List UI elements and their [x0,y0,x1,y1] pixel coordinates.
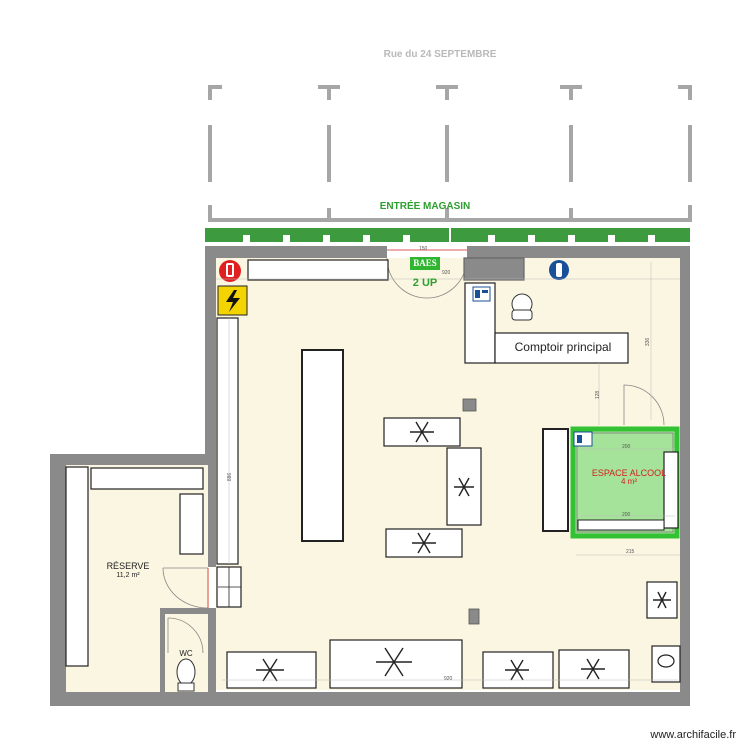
left-wall-shelf [216,317,239,565]
counter-label: Comptoir principal [514,340,612,354]
walls [50,246,690,706]
entrance-label: ENTRÉE MAGASIN [379,201,471,212]
dim-alcohol-offset: 215 [626,549,635,555]
top-shelf [247,259,389,281]
baes-label: BAES [410,257,440,270]
alcohol-zone [570,384,680,539]
wc-door [167,617,204,654]
reserve-label: RÉSERVE [106,561,150,571]
pillar-1 [462,398,477,412]
dim-wall-bottom: 920 [444,676,453,682]
dim-wall-top: 920 [442,270,451,276]
exit-units-label: 2 UP [412,277,438,289]
alcohol-zone-label: ESPACE ALCOOL [591,468,667,478]
wc-label: WC [179,649,193,658]
dim-door-width: 150 [419,246,428,252]
dim-shelf-length: 886 [227,472,234,482]
toilet-icon [176,658,196,692]
payment-terminal-icon [472,286,491,302]
main-counter [494,332,629,364]
sink-basin [657,654,675,668]
street-label: Rue du 24 SEPTEMBRE [383,49,497,60]
office-chair [511,293,533,321]
fire-extinguisher-blue-icon [549,260,569,280]
snowflake-icons [256,421,671,682]
dim-alcohol-bottom: 200 [622,512,631,518]
dimension-lines [216,262,680,681]
fire-extinguisher-icon [219,260,241,282]
alcohol-zone-area: 4 m² [621,477,637,486]
reserve-door [162,567,209,609]
watermark[interactable]: www.archifacile.fr [650,729,736,741]
top-right-unit [463,257,525,281]
entrance-strip [205,226,690,244]
electrical-panel-icon [217,285,248,316]
pillar-2 [468,608,480,625]
dim-alcohol-top: 200 [622,444,631,450]
reserve-cabinet [179,493,204,555]
center-gondola [301,349,344,542]
right-shelf [542,428,569,532]
dim-counter-gap: 128 [595,390,602,400]
reserve-area: 11,2 m² [116,572,140,579]
reserve-shelf-top [90,467,204,490]
dim-right-height: 336 [645,337,652,347]
reserve-shelf-left [65,466,89,667]
storefront-window-frames [208,85,692,222]
